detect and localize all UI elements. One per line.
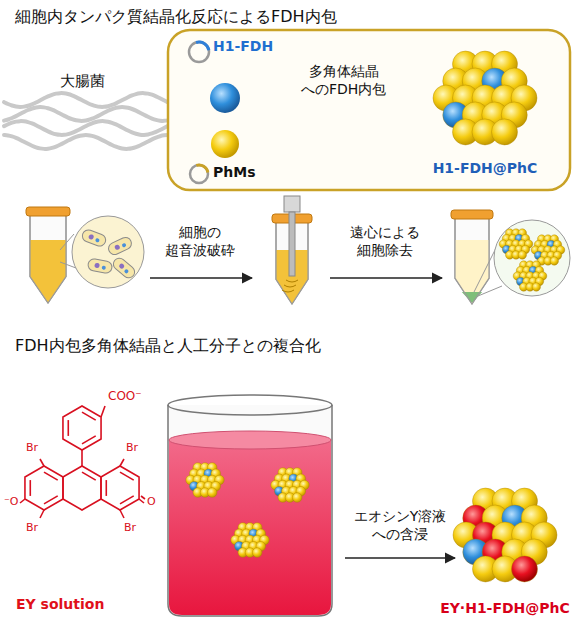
heading: 細胞内タンパク質結晶化反応によるFDH内包 — [15, 7, 337, 27]
beaker — [168, 395, 332, 616]
centrifuge-tube — [451, 210, 570, 304]
fdh-plasmid: H1-FDH — [185, 36, 277, 118]
atom-label: Br — [126, 441, 138, 455]
step-label: 遠心による 細胞除去 — [342, 224, 428, 259]
atom-label: ⁻O — [4, 495, 18, 509]
process-arrow — [150, 277, 252, 279]
process-arrow — [330, 277, 442, 279]
atom-label: Br — [26, 521, 38, 535]
step-label: エオシンY溶液 への含浸 — [348, 508, 452, 543]
node-label: H1-FDH@PhC — [433, 160, 538, 178]
eosin-structure — [20, 406, 145, 518]
atom-label: Br — [124, 521, 136, 535]
group-label: COO⁻ — [108, 389, 142, 404]
flagella — [4, 93, 176, 149]
cell-boundary: 大腸菌 H1-FDH PhMs H1-FDH@PhC — [8, 28, 574, 194]
atom-label: Br — [26, 441, 38, 455]
culture-tube — [26, 207, 144, 303]
node-label: 大腸菌 — [60, 72, 105, 91]
node-label: PhMs — [213, 164, 256, 182]
process-arrow — [345, 557, 455, 559]
sonicator-tube — [272, 196, 312, 304]
phm-plasmid: PhMs — [185, 128, 263, 190]
node-label: H1-FDH — [213, 38, 273, 56]
crystal-label: EY·H1-FDH@PhC — [430, 600, 580, 618]
crystal-cluster: H1-FDH@PhC — [410, 34, 560, 184]
edge-label: 多角体結晶 へのFDH内包 — [292, 63, 396, 98]
solution-label: EY solution — [16, 596, 104, 614]
heading: FDH内包多角体結晶と人工分子との複合化 — [15, 336, 321, 356]
atom-label: O — [147, 495, 156, 509]
ey-crystal — [453, 488, 557, 582]
step-label: 細胞の 超音波破砕 — [157, 224, 243, 259]
phm-plasmid-shape — [185, 128, 263, 190]
